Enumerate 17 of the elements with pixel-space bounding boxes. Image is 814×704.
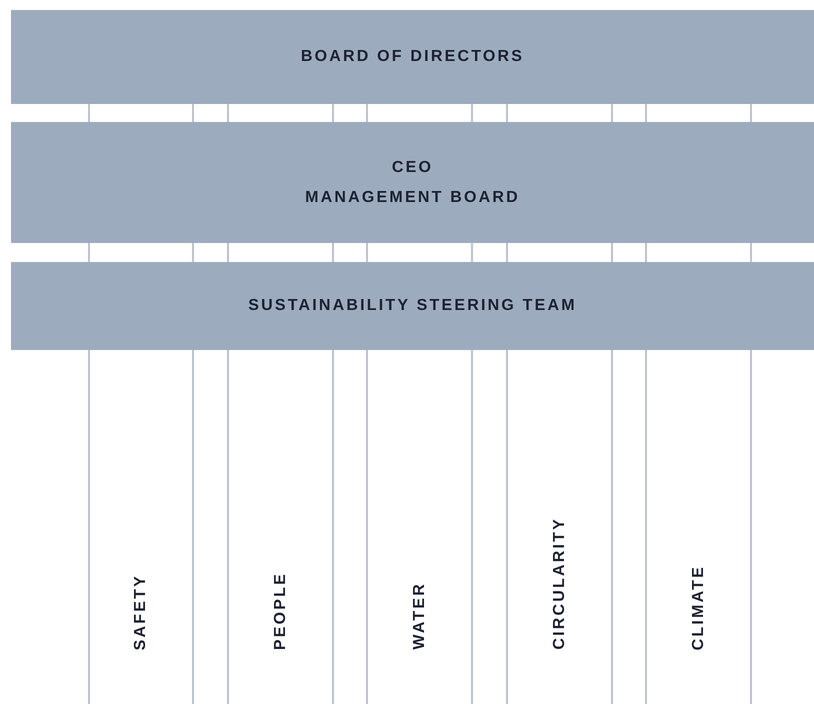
tier-band bbox=[11, 122, 814, 243]
pillar-label: WATER bbox=[410, 582, 428, 650]
pillar-label: SAFETY bbox=[132, 574, 150, 650]
band-title: CEO bbox=[392, 158, 434, 178]
band-title: MANAGEMENT BOARD bbox=[305, 188, 520, 208]
band-title: BOARD OF DIRECTORS bbox=[300, 47, 524, 67]
pillar-column bbox=[645, 350, 752, 704]
pillar-label: PEOPLE bbox=[272, 572, 290, 650]
pillar-label: CIRCULARITY bbox=[550, 517, 568, 650]
pillar-column bbox=[506, 350, 613, 704]
pillar-label: CLIMATE bbox=[690, 564, 708, 650]
pillar-column bbox=[366, 350, 473, 704]
band-title: SUSTAINABILITY STEERING TEAM bbox=[248, 296, 577, 316]
pillar-column bbox=[88, 350, 194, 704]
tier-band bbox=[11, 10, 814, 104]
pillar-column bbox=[227, 350, 334, 704]
tier-band bbox=[11, 262, 814, 350]
